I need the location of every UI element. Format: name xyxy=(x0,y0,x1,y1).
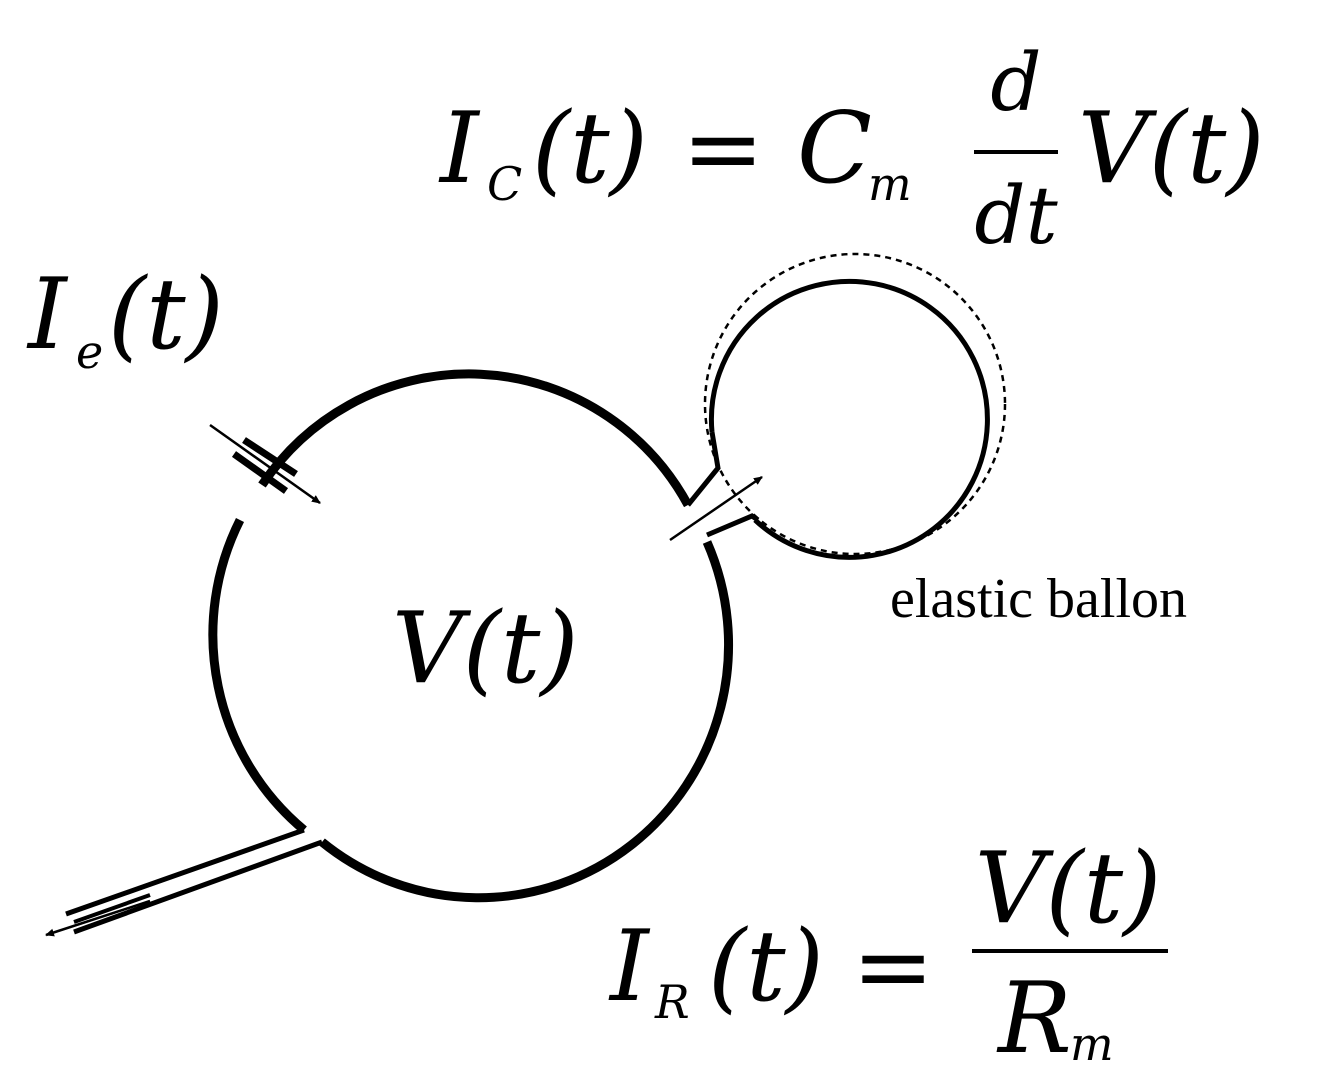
electrode-bar-upper xyxy=(242,437,298,477)
leak-tube-upper xyxy=(65,827,305,917)
cell-membrane-upper-arc xyxy=(258,369,692,508)
derivative-numerator: d xyxy=(990,36,1041,129)
cell-membrane-lower-arc xyxy=(319,540,734,903)
membrane-potential-label: V(t) xyxy=(392,592,579,706)
capacitive-current-equation: I C (t) = C m d dt V(t) xyxy=(438,36,1265,262)
resistive-current-equation: I R (t) = V(t) R m xyxy=(608,832,1168,1076)
balloon-neck-upper xyxy=(686,431,721,507)
capacitive-voltage: V(t) xyxy=(1078,92,1265,206)
leak-inner-bar xyxy=(73,893,151,924)
ie-argument: (t) xyxy=(108,258,224,372)
injected-current-label: I e (t) xyxy=(26,258,224,379)
injection-current-arrow xyxy=(209,423,321,505)
cell-body xyxy=(208,369,734,903)
ie-subscript: e xyxy=(76,325,103,379)
leak-channel xyxy=(45,827,323,937)
ir-subscript: R xyxy=(654,975,690,1029)
ir-symbol: I xyxy=(608,910,651,1024)
balloon-label: elastic ballon xyxy=(890,568,1187,630)
ie-symbol: I xyxy=(26,258,69,372)
derivative-denominator: dt xyxy=(974,169,1058,262)
electrode-bar-lower xyxy=(231,451,289,494)
ir-equals: = xyxy=(852,910,934,1024)
rm-subscript: m xyxy=(1070,1017,1114,1071)
injection-electrode xyxy=(209,423,321,505)
leak-tube-lower xyxy=(73,839,323,935)
resistive-current-arrow xyxy=(45,899,151,937)
cm-symbol: C xyxy=(797,92,872,206)
elastic-balloon xyxy=(669,252,1007,560)
rm-symbol: R xyxy=(996,962,1072,1076)
balloon-neck-lower xyxy=(706,513,760,538)
capacitive-current-arrow xyxy=(669,475,763,542)
ic-subscript: C xyxy=(487,157,522,211)
ic-equals: = xyxy=(682,92,764,206)
ir-numerator: V(t) xyxy=(975,832,1162,946)
balloon-expanded-outline xyxy=(703,252,1007,556)
ic-argument: (t) xyxy=(532,92,648,206)
balloon-membrane xyxy=(708,278,990,560)
cm-subscript: m xyxy=(868,157,912,211)
cell-membrane-left-arc xyxy=(208,517,307,834)
ir-argument: (t) xyxy=(708,910,824,1024)
ic-symbol: I xyxy=(438,92,481,206)
